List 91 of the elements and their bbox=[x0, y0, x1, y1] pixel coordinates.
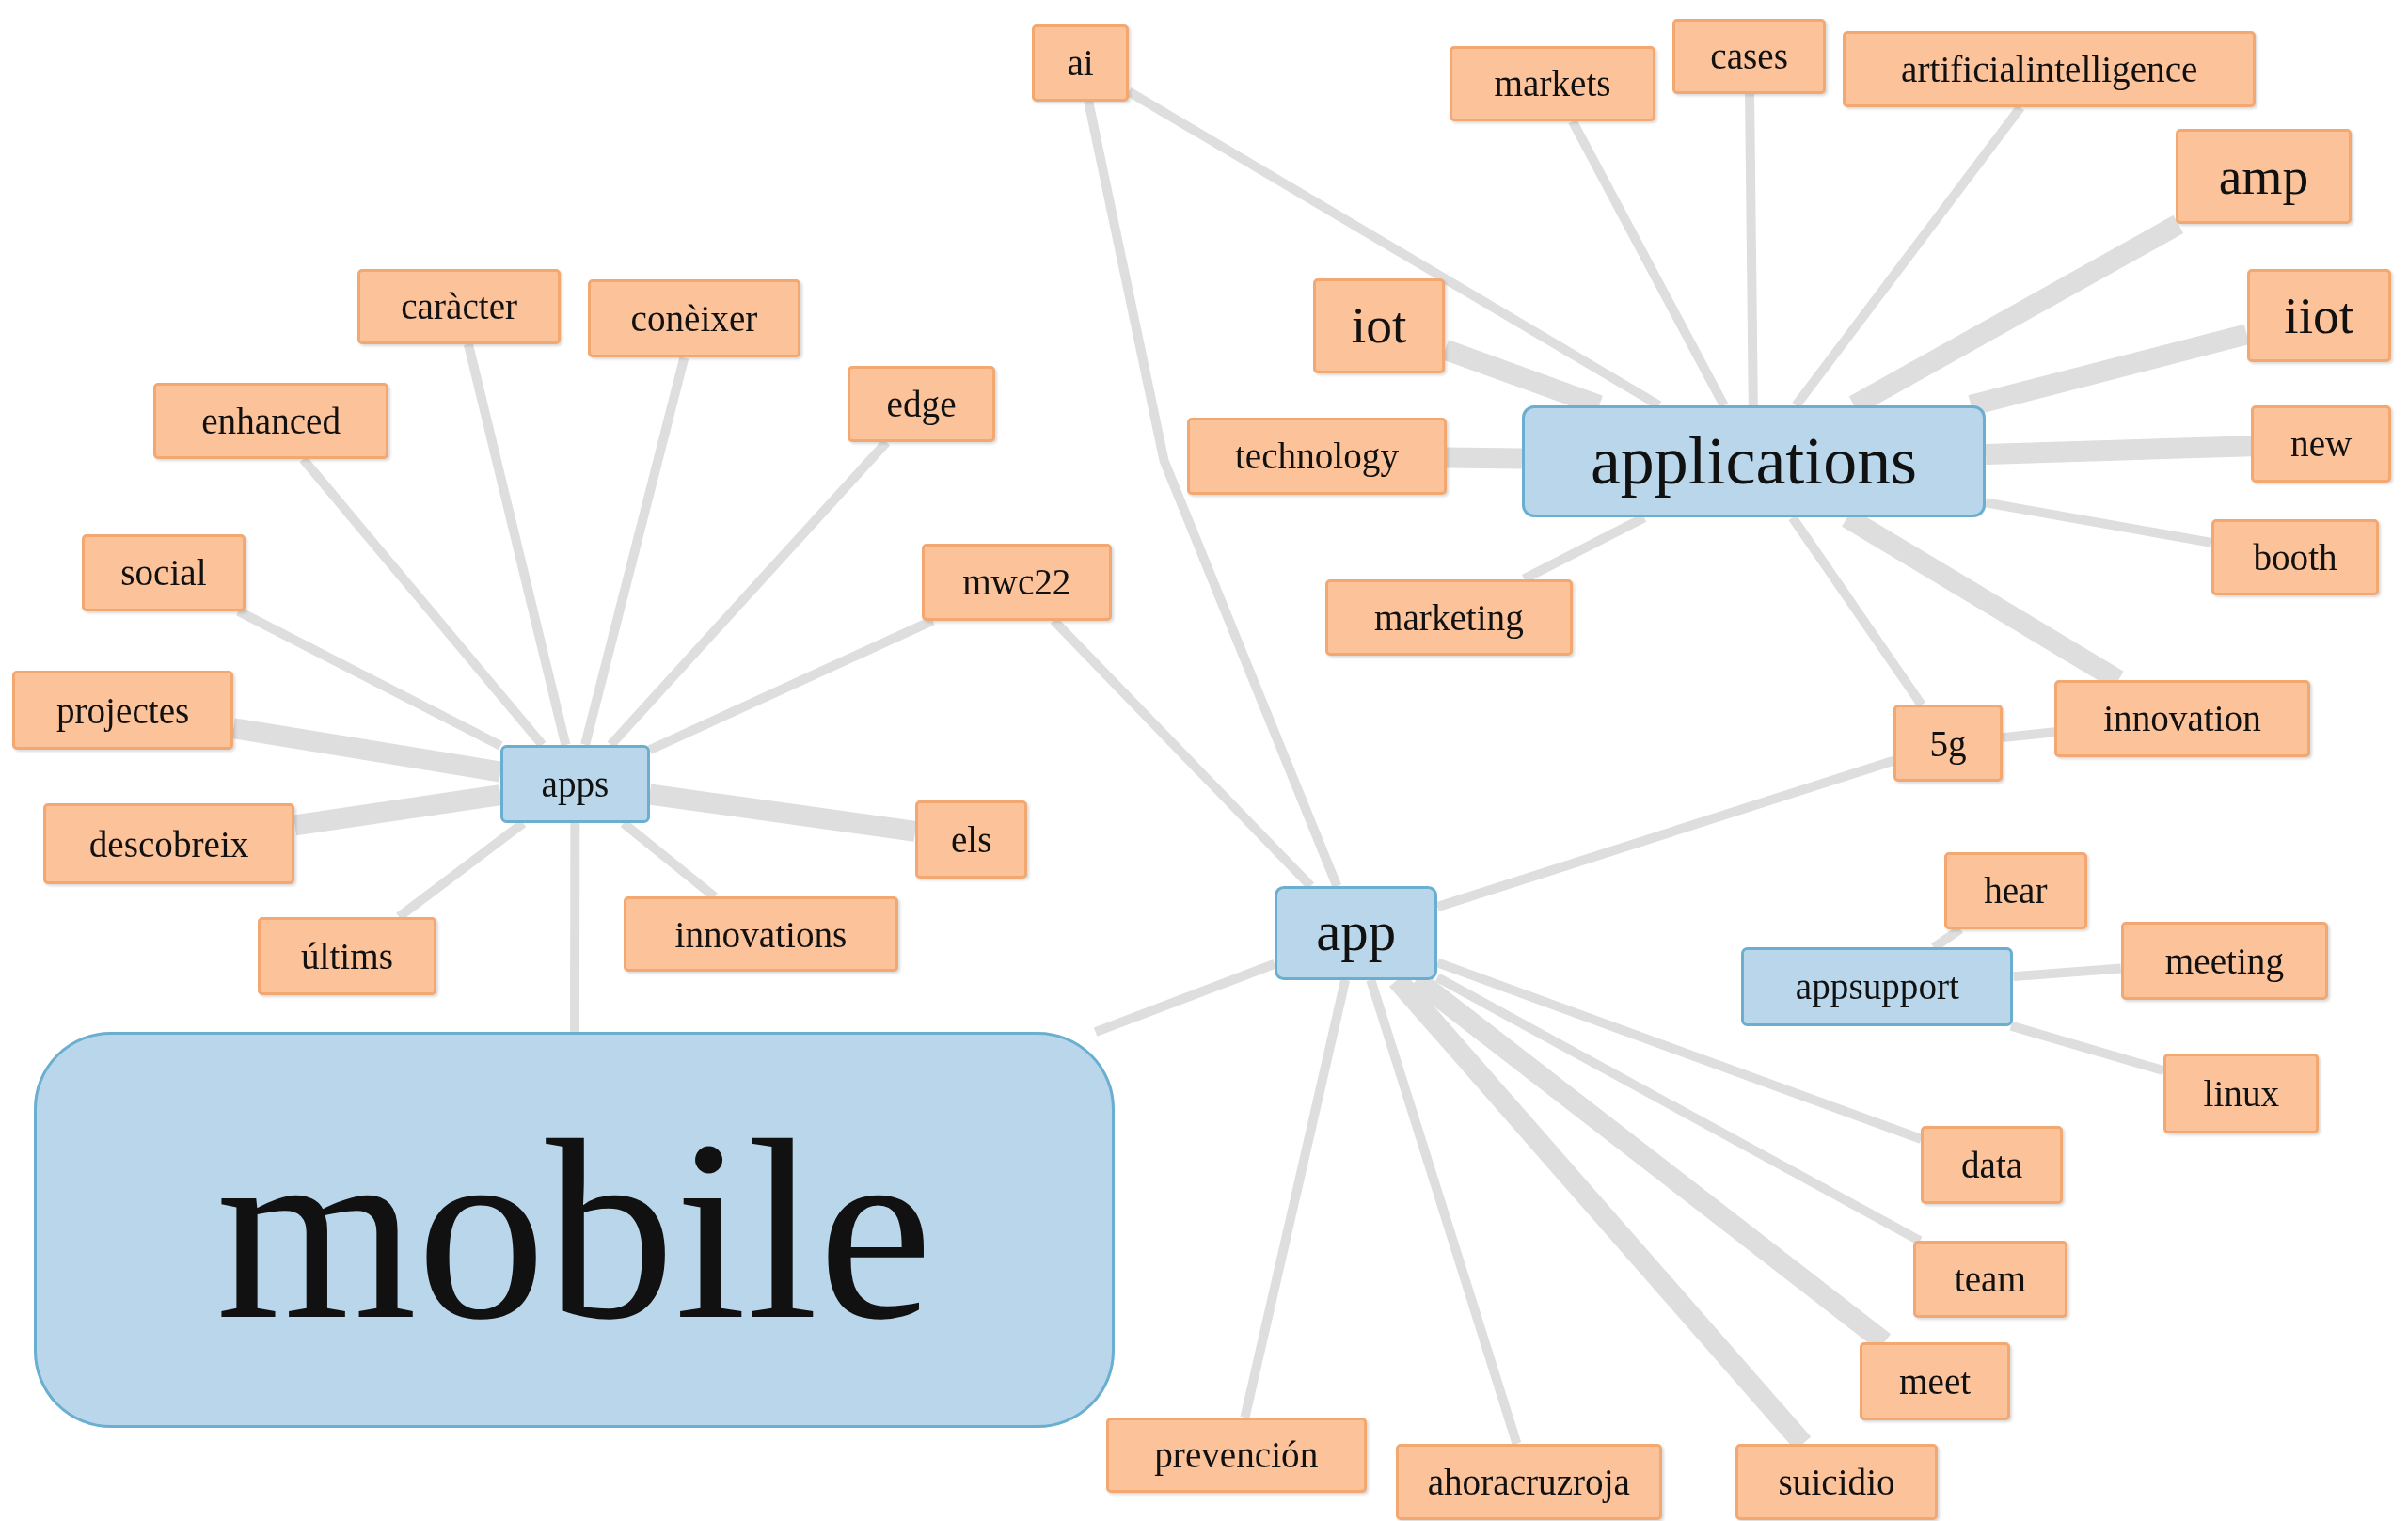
node-label: amp bbox=[2218, 151, 2309, 203]
word-node bbox=[1893, 705, 2003, 782]
hub-node bbox=[33, 1032, 1116, 1429]
connector-line bbox=[1240, 978, 1351, 1419]
node-label: innovation bbox=[2103, 700, 2261, 737]
word-node bbox=[2211, 518, 2379, 596]
node-label: ai bbox=[1067, 44, 1094, 82]
connector-line bbox=[2013, 963, 2122, 982]
node-label: enhanced bbox=[201, 402, 341, 439]
word-node bbox=[1105, 1417, 1368, 1493]
node-label: mwc22 bbox=[962, 563, 1071, 601]
word-node bbox=[2054, 680, 2310, 757]
node-label: applications bbox=[1590, 427, 1917, 496]
node-label: els bbox=[950, 820, 992, 858]
connector-line bbox=[2002, 727, 2055, 743]
word-node bbox=[1913, 1241, 2067, 1318]
node-label: suicidio bbox=[1778, 1463, 1895, 1501]
node-label: caràcter bbox=[401, 288, 518, 325]
word-node bbox=[1187, 418, 1447, 495]
node-label: hear bbox=[1984, 872, 2048, 910]
node-label: appsupport bbox=[1795, 968, 1959, 1006]
connector-line bbox=[464, 342, 571, 746]
connector-line bbox=[1435, 756, 1895, 911]
connector-line bbox=[2009, 1021, 2165, 1076]
node-label: apps bbox=[541, 765, 610, 803]
word-node bbox=[1921, 1125, 2063, 1204]
word-node bbox=[1735, 1443, 1939, 1521]
connector-line bbox=[1985, 436, 2252, 465]
node-label: new bbox=[2290, 425, 2353, 463]
word-node bbox=[623, 896, 899, 973]
word-node bbox=[921, 543, 1112, 621]
connector-line bbox=[1366, 978, 1522, 1446]
connector-line bbox=[1985, 498, 2212, 547]
node-label: booth bbox=[2253, 539, 2337, 577]
connector-line bbox=[648, 784, 917, 842]
word-node bbox=[42, 802, 295, 885]
connector-line bbox=[1093, 959, 1276, 1037]
hub-node bbox=[500, 744, 650, 824]
connector-line bbox=[1084, 100, 1342, 888]
word-node bbox=[258, 916, 436, 995]
hub-node bbox=[1741, 947, 2014, 1026]
node-label: innovations bbox=[674, 915, 848, 954]
word-node bbox=[1450, 45, 1656, 121]
node-label: social bbox=[120, 554, 207, 592]
node-label: conèixer bbox=[630, 300, 758, 338]
word-node bbox=[848, 365, 995, 443]
word-node bbox=[2176, 129, 2352, 225]
connector-line bbox=[570, 823, 580, 1033]
connector-line bbox=[1446, 447, 1523, 469]
connector-line bbox=[231, 718, 502, 783]
connector-line bbox=[293, 784, 502, 836]
node-label: technology bbox=[1234, 437, 1399, 475]
word-node bbox=[2246, 268, 2392, 363]
word-node bbox=[588, 279, 800, 358]
node-label: cases bbox=[1710, 38, 1788, 75]
hub-node bbox=[1275, 886, 1438, 980]
node-label: team bbox=[1954, 1260, 2026, 1298]
node-label: iiot bbox=[2284, 289, 2354, 342]
node-label: meet bbox=[1899, 1362, 1972, 1401]
word-node bbox=[2163, 1054, 2320, 1133]
node-label: últims bbox=[301, 937, 393, 974]
word-node bbox=[1860, 1341, 2011, 1421]
word-node bbox=[1943, 852, 2087, 929]
word-node bbox=[1843, 30, 2257, 108]
connector-line bbox=[1745, 93, 1758, 406]
connector-line bbox=[580, 356, 689, 747]
connector-line bbox=[236, 607, 503, 751]
node-label: app bbox=[1316, 905, 1397, 961]
word-node bbox=[1396, 1443, 1662, 1521]
node-label: mobile bbox=[215, 1101, 933, 1359]
node-label: linux bbox=[2203, 1074, 2280, 1113]
word-node bbox=[2120, 921, 2329, 1000]
word-node bbox=[357, 268, 561, 344]
word-node bbox=[1671, 18, 1827, 94]
node-label: artificialintelligence bbox=[1901, 50, 2198, 88]
hub-node bbox=[1521, 405, 1986, 518]
node-label: ahoracruzroja bbox=[1427, 1463, 1630, 1501]
node-label: markets bbox=[1494, 65, 1611, 103]
word-node bbox=[2251, 405, 2392, 483]
word-node bbox=[1312, 277, 1446, 373]
node-label: prevención bbox=[1154, 1436, 1319, 1474]
node-label: data bbox=[1960, 1146, 2023, 1183]
word-node bbox=[12, 671, 234, 750]
word-node bbox=[1324, 578, 1573, 657]
word-node bbox=[81, 534, 246, 611]
word-node bbox=[915, 800, 1028, 879]
word-node bbox=[153, 382, 389, 460]
word-node bbox=[1032, 24, 1129, 102]
connector-line bbox=[1434, 973, 1923, 1245]
node-label: descobreix bbox=[88, 825, 249, 863]
node-label: iot bbox=[1351, 299, 1407, 352]
